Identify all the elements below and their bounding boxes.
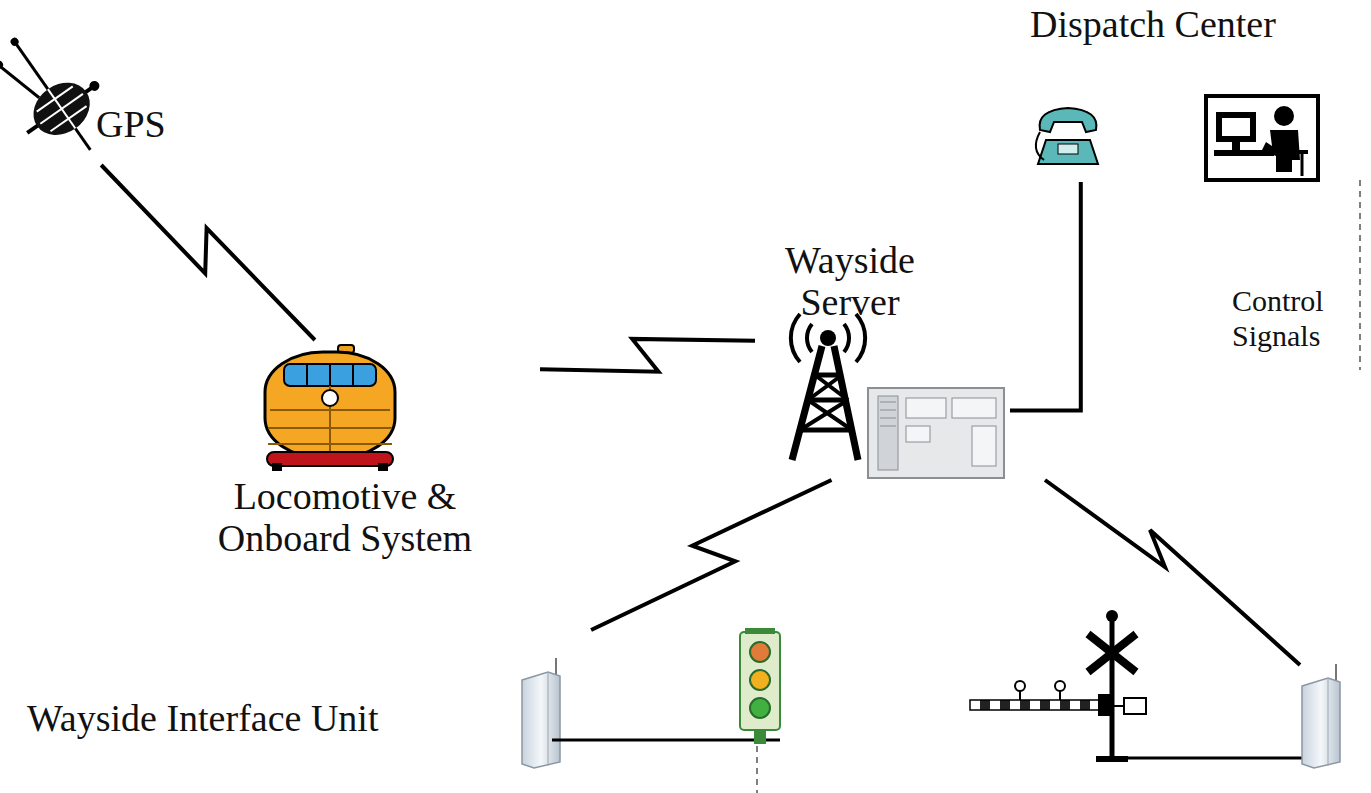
control-signal-line <box>1359 180 1361 370</box>
node-label: Dispatch Center <box>1030 4 1365 46</box>
dispatch-node: Dispatch Center <box>1030 4 1369 182</box>
server-box <box>868 388 1004 478</box>
connector-line <box>1010 182 1081 410</box>
signal-light-icon <box>740 628 780 744</box>
satellite-node: GPS <box>10 30 204 165</box>
wireless-link <box>1045 480 1300 665</box>
node-label: Locomotive & Onboard System <box>175 476 515 560</box>
interface-unit-icon <box>1302 664 1340 768</box>
wire <box>1128 757 1304 760</box>
interface-node: Wayside Interface Unit <box>25 630 790 770</box>
connector-line <box>540 339 755 372</box>
wireless-link <box>1010 182 1081 410</box>
control-signal-line <box>756 746 758 793</box>
wireless-link <box>101 165 315 340</box>
level-crossing-icon <box>970 610 1146 762</box>
dispatcher-icon <box>1206 96 1318 180</box>
node-label: Wayside Interface Unit <box>27 698 507 740</box>
telephone-icon <box>1036 108 1098 164</box>
wireless-link <box>591 480 831 630</box>
wire <box>552 739 780 742</box>
gps-satellite <box>0 13 127 174</box>
connector-line <box>101 165 315 340</box>
wireless-link <box>540 339 755 372</box>
connector-line <box>591 480 831 630</box>
server-node: Wayside Server <box>755 240 1010 480</box>
signal-label: Control Signals <box>1232 284 1364 353</box>
locomotive-node: Locomotive & Onboard System <box>145 340 540 565</box>
locomotive-icon <box>265 345 395 471</box>
node-label: GPS <box>96 104 200 146</box>
radio-tower <box>791 314 865 460</box>
interface-unit-icon <box>522 658 560 768</box>
node-label: Wayside Server <box>755 240 945 324</box>
